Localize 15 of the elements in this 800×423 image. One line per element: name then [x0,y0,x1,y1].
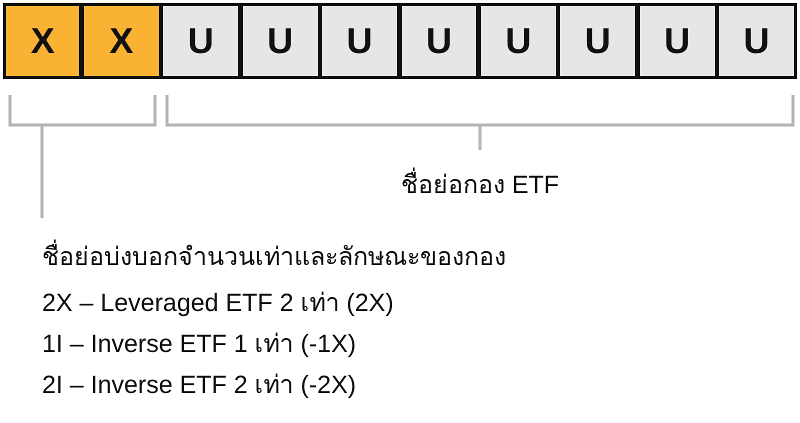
code-cell: U [160,3,242,79]
note-line: 2X – Leveraged ETF 2 เท่า (2X) [42,288,394,319]
note-line: 1I – Inverse ETF 1 เท่า (-1X) [42,329,356,360]
code-cell: X [3,3,82,79]
code-cell: U [240,3,321,79]
code-cell: U [478,3,559,79]
code-cell: X [80,3,162,79]
code-cell: U [319,3,400,79]
code-cell: U [398,3,480,79]
code-cell: U [716,3,797,79]
code-cell: U [557,3,638,79]
note-heading: ชื่อย่อบ่งบอกจำนวนเท่าและลักษณะของกอง [42,236,506,276]
code-cell: U [636,3,718,79]
bracket-label: ชื่อย่อกอง ETF [400,164,560,204]
note-line: 2I – Inverse ETF 2 เท่า (-2X) [42,370,356,401]
